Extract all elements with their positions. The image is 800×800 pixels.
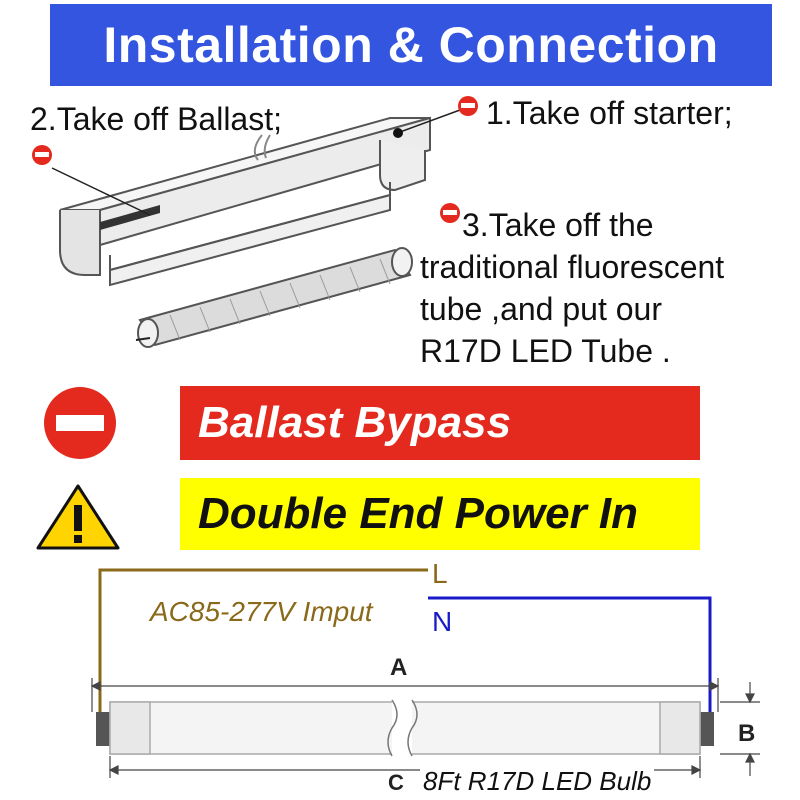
led-bulb — [96, 699, 714, 757]
dimension-c-label: C — [388, 770, 404, 795]
line-label: L — [432, 558, 448, 589]
dimension-a-label: A — [390, 654, 408, 681]
warning-icon — [36, 484, 120, 550]
no-entry-icon — [32, 96, 478, 223]
dimension-b-label: B — [738, 720, 756, 747]
ballast-bypass-banner: Ballast Bypass — [180, 386, 700, 460]
no-entry-icon-large — [44, 387, 116, 459]
step-take-off-ballast: 2.Take off Ballast; — [30, 101, 282, 137]
bulb-label: 8Ft R17D LED Bulb — [420, 766, 655, 797]
step-take-off-tube-line3: tube ,and put our — [420, 291, 662, 327]
dimension-b — [720, 682, 760, 776]
voltage-label: AC85-277V Imput — [150, 596, 373, 627]
step-take-off-tube-line4: R17D LED Tube . — [420, 333, 671, 369]
title-banner: Installation & Connection — [50, 4, 772, 86]
double-end-power-banner: Double End Power In — [180, 478, 700, 550]
neutral-label: N — [432, 606, 453, 637]
step-take-off-tube-line2: traditional fluorescent — [420, 249, 725, 285]
neutral-wire — [428, 596, 712, 745]
step-take-off-starter: 1.Take off starter; — [486, 95, 733, 131]
dimension-a — [90, 678, 720, 712]
step-take-off-tube-line1: 3.Take off the — [462, 207, 654, 243]
